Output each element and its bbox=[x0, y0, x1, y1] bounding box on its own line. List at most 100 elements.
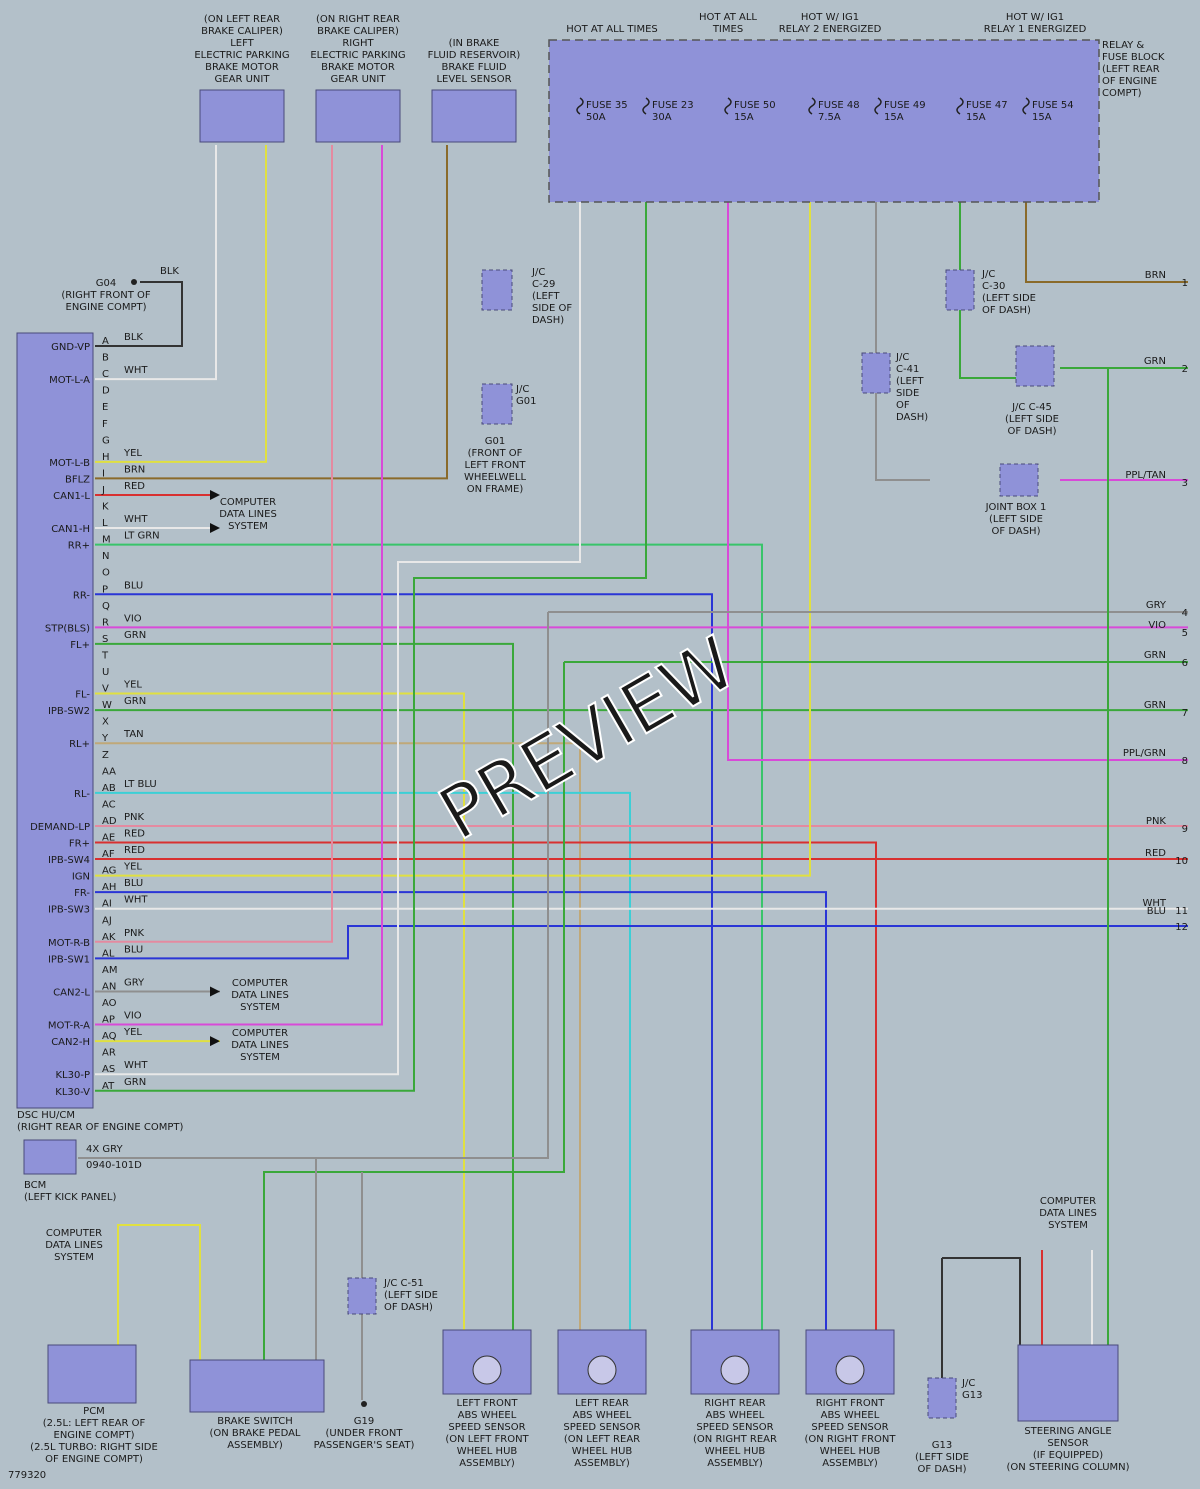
terminal-number: 7 bbox=[1182, 708, 1188, 719]
ground-label: G04 bbox=[96, 278, 116, 289]
wire-color-label: WHT bbox=[124, 1060, 148, 1071]
junction-connector bbox=[1015, 345, 1055, 387]
module-pin: AM bbox=[102, 965, 117, 976]
fuse-block-label: FUSE BLOCK bbox=[1102, 52, 1165, 63]
wire-fuse49 bbox=[875, 68, 930, 481]
fuse-symbol bbox=[874, 97, 882, 115]
bcm-connector: 4X GRY bbox=[86, 1144, 123, 1155]
module-signal: RR- bbox=[73, 590, 90, 601]
wire-color-label: YEL bbox=[123, 862, 142, 873]
module-signal: IPB-SW2 bbox=[48, 706, 90, 717]
brake-switch-label: (ON BRAKE PEDAL bbox=[209, 1428, 300, 1439]
wire-rr-minus bbox=[95, 593, 713, 1330]
module-pin: P bbox=[102, 584, 108, 595]
module-pin: AN bbox=[102, 981, 116, 992]
fuse-name: FUSE 48 bbox=[818, 100, 860, 111]
fuse-rating: 30A bbox=[652, 112, 672, 123]
terminal-color-label: WHT bbox=[1142, 898, 1166, 909]
sensor-icon bbox=[472, 1355, 502, 1385]
module-signal: MOT-L-B bbox=[49, 458, 90, 469]
module-pin: O bbox=[102, 568, 110, 579]
wire-color-label: VIO bbox=[124, 613, 142, 624]
junction-connector bbox=[481, 383, 513, 425]
module-signal: IGN bbox=[72, 872, 90, 883]
junction-label: OF DASH) bbox=[384, 1302, 433, 1313]
module-pin: F bbox=[102, 419, 108, 430]
abs-sensor-label: (ON RIGHT REAR bbox=[693, 1434, 777, 1445]
module-signal: FL- bbox=[75, 690, 90, 701]
ground-icon bbox=[361, 1401, 367, 1407]
terminal-number: 12 bbox=[1175, 922, 1188, 933]
computer-data-lines: DATA LINES bbox=[219, 509, 277, 520]
module-pin: D bbox=[102, 386, 110, 397]
pcm-label: PCM bbox=[83, 1406, 105, 1417]
fuse-symbol bbox=[576, 97, 584, 115]
wire-color-label: GRN bbox=[124, 696, 146, 707]
junction-label: G01 bbox=[516, 396, 536, 407]
top-component-label: RIGHT bbox=[342, 38, 374, 49]
junction-label: SIDE bbox=[896, 388, 919, 399]
junction-label: C-41 bbox=[896, 364, 919, 375]
wire-color-label: YEL bbox=[123, 448, 142, 459]
junction-label: OF DASH) bbox=[992, 526, 1041, 537]
wire-color-label: WHT bbox=[124, 365, 148, 376]
computer-data-lines: SYSTEM bbox=[240, 1002, 280, 1013]
module-pin: AC bbox=[102, 799, 116, 810]
g13-label: G13 bbox=[932, 1440, 952, 1451]
junction-label: (LEFT bbox=[532, 291, 560, 302]
top-component-label: LEFT bbox=[230, 38, 254, 49]
module-pin: AO bbox=[102, 998, 117, 1009]
abs-sensor-label: WHEEL HUB bbox=[572, 1446, 633, 1457]
abs-sensor-label: WHEEL HUB bbox=[457, 1446, 518, 1457]
power-header: HOT AT ALL TIMES bbox=[566, 24, 658, 35]
module-signal: CAN1-L bbox=[53, 491, 90, 502]
module-signal: CAN2-H bbox=[51, 1037, 90, 1048]
top-component-label: BRAKE MOTOR bbox=[205, 62, 279, 73]
g19-label: (UNDER FRONT bbox=[325, 1428, 403, 1439]
fuse-block-label: (LEFT REAR bbox=[1102, 64, 1160, 75]
abs-sensor-label: LEFT REAR bbox=[575, 1398, 629, 1409]
wire-color-label: RED bbox=[124, 481, 145, 492]
top-component-label: (IN BRAKE bbox=[449, 38, 500, 49]
junction-label: OF DASH) bbox=[982, 305, 1031, 316]
fuse-name: FUSE 50 bbox=[734, 100, 776, 111]
fuse-name: FUSE 49 bbox=[884, 100, 926, 111]
computer-data-lines: COMPUTER bbox=[46, 1228, 102, 1239]
wire-rl-minus bbox=[95, 791, 631, 1330]
wire-color-label: GRN bbox=[124, 630, 146, 641]
fuse-symbol bbox=[956, 97, 964, 115]
wire-color-label: BLU bbox=[124, 878, 143, 889]
top-component-label: (ON LEFT REAR bbox=[204, 14, 280, 25]
arrow-icon bbox=[210, 986, 220, 997]
g13-label: (LEFT SIDE bbox=[915, 1452, 969, 1463]
fuse-symbol bbox=[1022, 97, 1030, 115]
arrow-icon bbox=[210, 1036, 220, 1047]
module-signal: CAN1-H bbox=[51, 524, 90, 535]
wire-mot-l-b bbox=[95, 145, 267, 463]
steering-label: (IF EQUIPPED) bbox=[1033, 1450, 1103, 1461]
arrow-icon bbox=[210, 489, 220, 500]
junction-connector bbox=[927, 1377, 957, 1419]
ground-icon bbox=[131, 279, 137, 285]
components-layer bbox=[16, 39, 1119, 1422]
module-pin: J bbox=[101, 485, 105, 496]
abs-sensor-label: ABS WHEEL bbox=[573, 1410, 632, 1421]
junction-label: (LEFT SIDE bbox=[982, 293, 1036, 304]
terminal-color-label: RED bbox=[1145, 848, 1166, 859]
junction-label: J/C bbox=[895, 352, 909, 363]
wire-color-label: PNK bbox=[124, 928, 145, 939]
top-component-box bbox=[315, 89, 401, 143]
abs-sensor-label: WHEEL HUB bbox=[820, 1446, 881, 1457]
sensor-icon bbox=[587, 1355, 617, 1385]
fuse-rating: 50A bbox=[586, 112, 606, 123]
module-pin: AP bbox=[102, 1015, 115, 1026]
top-component-box bbox=[431, 89, 517, 143]
wire-color-label: TAN bbox=[123, 729, 144, 740]
module-title: DSC HU/CM bbox=[17, 1110, 75, 1121]
computer-data-lines: COMPUTER bbox=[1040, 1196, 1096, 1207]
abs-sensor-label: LEFT FRONT bbox=[457, 1398, 519, 1409]
junction-connector bbox=[999, 463, 1039, 497]
module-signal: IPB-SW1 bbox=[48, 954, 90, 965]
fuse-symbol bbox=[724, 97, 732, 115]
